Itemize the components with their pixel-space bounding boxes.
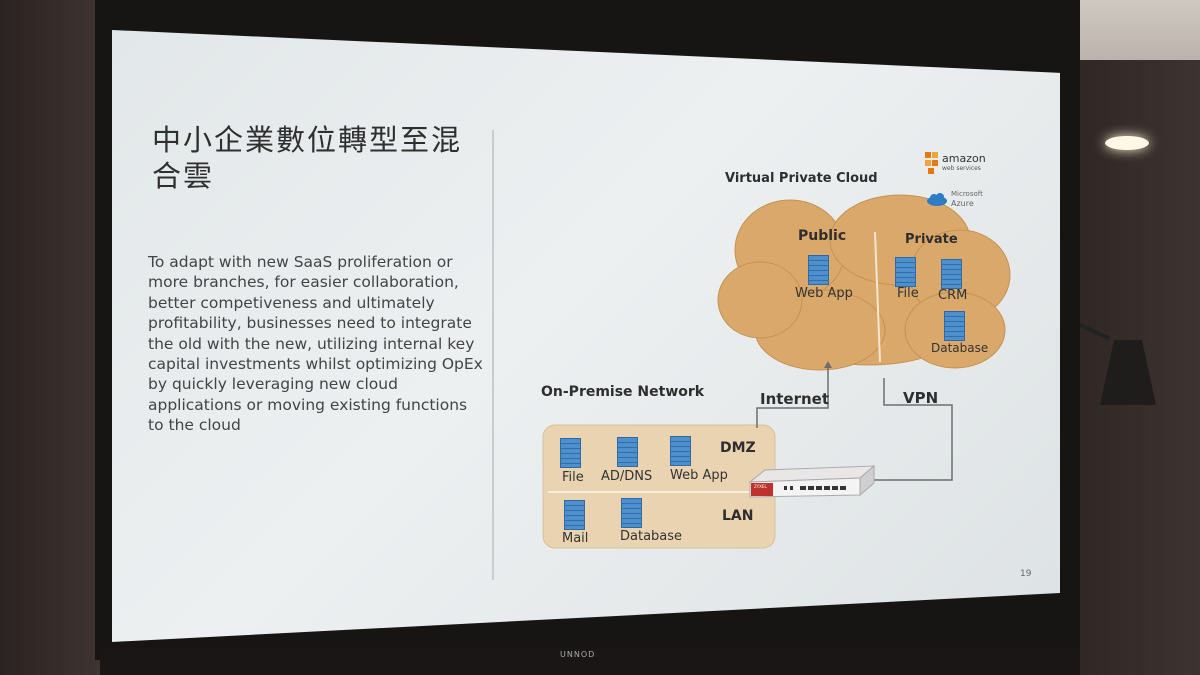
onprem-label: On-Premise Network xyxy=(541,384,705,400)
internet-link xyxy=(756,366,829,428)
dmz-label: DMZ xyxy=(720,440,756,456)
azure-brand: Microsoft xyxy=(951,190,983,198)
internet-label: Internet xyxy=(760,390,830,408)
server-icon xyxy=(564,500,585,530)
dmz-item-web-app: Web App xyxy=(670,468,728,483)
azure-name: Azure xyxy=(951,199,974,208)
ceiling-light xyxy=(1105,136,1149,150)
private-label: Private xyxy=(905,232,958,247)
dmz-item-ad-dns: AD/DNS xyxy=(601,469,653,484)
server-icon xyxy=(670,436,691,466)
private-item-crm: CRM xyxy=(938,288,968,303)
server-icon xyxy=(560,438,581,468)
lan-item-mail: Mail xyxy=(562,531,589,546)
lan-item-database: Database xyxy=(620,529,683,544)
server-icon xyxy=(944,311,965,341)
firewall-device xyxy=(748,464,876,498)
slide-divider xyxy=(492,130,494,580)
azure-cloud-icon xyxy=(927,193,947,206)
aws-sub: web services xyxy=(942,165,981,172)
server-icon xyxy=(621,498,642,528)
vpn-label: VPN xyxy=(903,389,939,407)
private-item-database: Database xyxy=(931,341,989,355)
cloud-divider xyxy=(874,231,881,363)
private-item-file: File xyxy=(897,286,919,301)
server-icon xyxy=(895,257,916,287)
vpn-link xyxy=(870,378,953,481)
projector-brand: UNNOD xyxy=(560,650,596,659)
firewall-brand: ZYXEL xyxy=(754,484,767,489)
server-icon xyxy=(617,437,638,467)
lan-label: LAN xyxy=(722,508,754,524)
server-icon xyxy=(808,255,829,285)
vpc-label: Virtual Private Cloud xyxy=(725,171,878,186)
aws-logo: amazon web services xyxy=(925,152,986,176)
slide-body-text: To adapt with new SaaS proliferation or … xyxy=(148,253,483,435)
dmz-item-file: File xyxy=(562,470,584,485)
aws-cubes-icon xyxy=(925,152,938,174)
aws-name: amazon xyxy=(942,152,986,165)
slide-title: 中小企業數位轉型至混合雲 xyxy=(152,123,463,193)
azure-logo: Microsoft Azure xyxy=(926,190,983,208)
public-item-web-app: Web App xyxy=(795,286,853,301)
internet-arrow xyxy=(824,361,832,368)
public-label: Public xyxy=(798,228,847,244)
slide-page-number: 19 xyxy=(1020,569,1032,579)
server-icon xyxy=(941,259,962,289)
screen-bottom-bar xyxy=(100,648,1080,675)
left-wall xyxy=(0,0,100,675)
